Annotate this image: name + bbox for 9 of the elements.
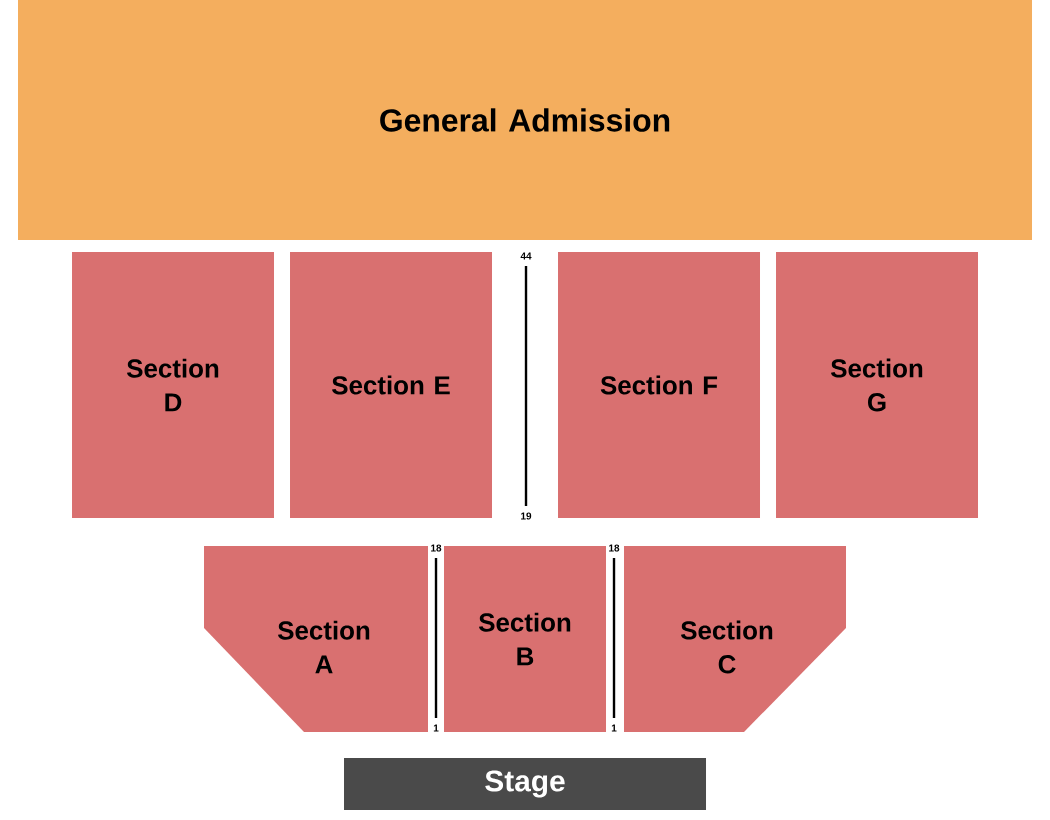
- seating-section: Section A: [204, 546, 428, 732]
- stage-block: Stage: [344, 758, 706, 810]
- seating-section: Section E: [290, 252, 492, 518]
- seating-section: Section D: [72, 252, 274, 518]
- admission-area: General Admission: [18, 0, 1032, 240]
- seating-section: Section F: [558, 252, 760, 518]
- seating-section: Section B: [444, 546, 606, 732]
- seating-section: Section G: [776, 252, 978, 518]
- seating-section: Section C: [624, 546, 846, 732]
